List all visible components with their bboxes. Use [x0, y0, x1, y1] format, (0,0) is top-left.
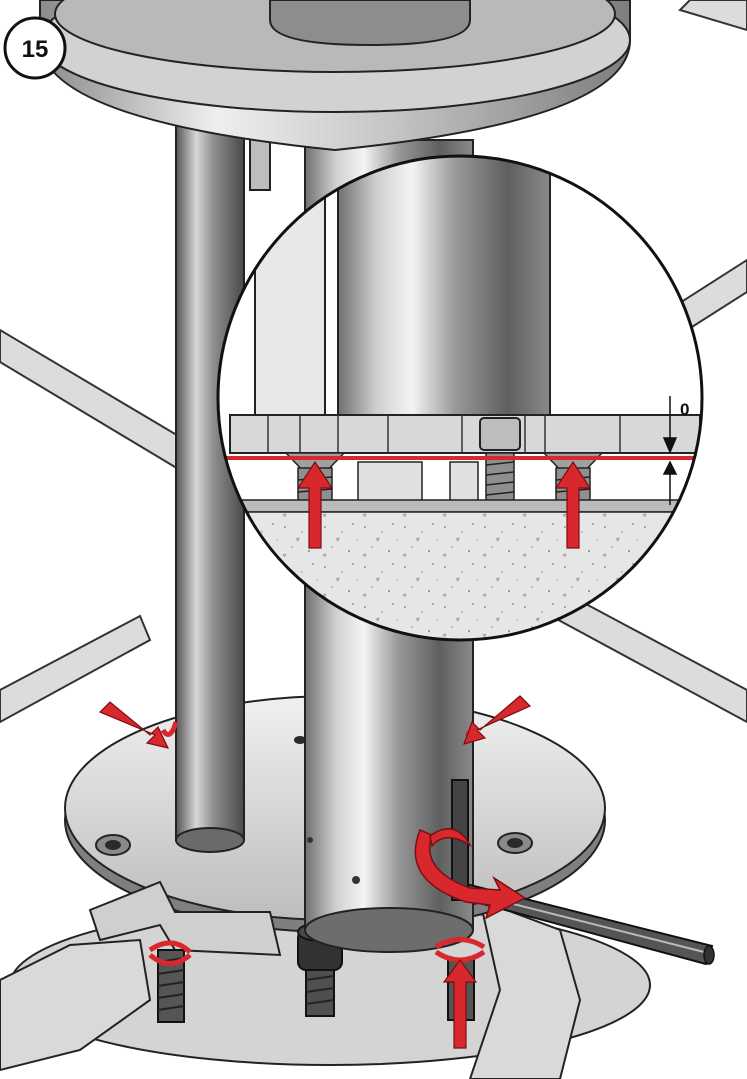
detail-magnifier: 0 — [216, 154, 704, 642]
red-arrow-icons — [98, 695, 532, 1049]
top-flange — [39, 0, 631, 152]
gap-dimension-label: 0 — [680, 400, 689, 419]
bolt-hole-left — [95, 834, 131, 856]
base-frame — [0, 898, 582, 1079]
bolt-hole-back — [294, 736, 306, 744]
bolt-hole-right — [497, 832, 533, 854]
rotation-arrow-icon — [414, 828, 527, 920]
step-number: 15 — [22, 36, 49, 63]
step-badge: 15 — [3, 16, 67, 80]
